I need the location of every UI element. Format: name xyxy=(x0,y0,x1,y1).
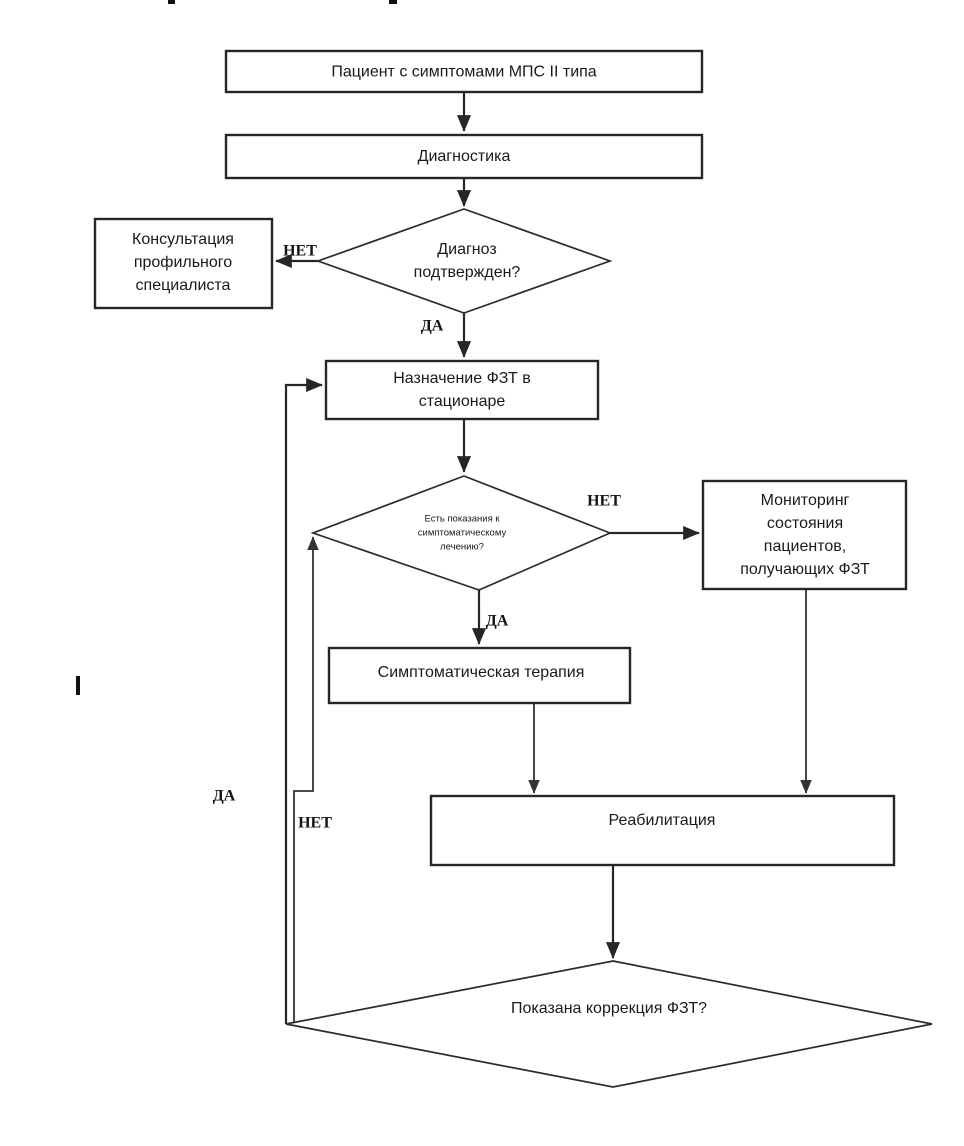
node-specialist-consult-label-line2: профильного xyxy=(134,254,232,271)
node-rehabilitation-label: Реабилитация xyxy=(609,812,716,829)
node-monitoring-label-line4: получающих ФЗТ xyxy=(740,561,870,578)
node-symptomatic-therapy: Симптоматическая терапия xyxy=(327,646,632,705)
node-rehabilitation: Реабилитация xyxy=(429,794,896,867)
node-ert-inpatient: Назначение ФЗТ в стационаре xyxy=(324,359,600,421)
edge-correction-no-loop xyxy=(293,536,319,1024)
node-ert-inpatient-label-line2: стационаре xyxy=(419,393,506,410)
left-tick-mark xyxy=(76,676,80,695)
node-monitoring: Мониторинг состояния пациентов, получающ… xyxy=(701,479,908,591)
node-symptomatic-indications: Есть показания к симптоматическому лечен… xyxy=(310,475,613,591)
node-diagnosis-confirmed: Диагноз подтвержден? xyxy=(315,208,613,314)
edge-label-diagnosis-no: НЕТ xyxy=(283,243,317,260)
node-monitoring-label-line2: состояния xyxy=(767,515,843,532)
node-symptomatic-therapy-label: Симптоматическая терапия xyxy=(378,664,585,681)
node-diagnosis-confirmed-label-line1: Диагноз xyxy=(437,241,496,258)
node-symptomatic-indications-label-line3: лечению? xyxy=(440,542,484,553)
node-diagnostics: Диагностика xyxy=(224,133,704,180)
node-ert-correction: Показана коррекция ФЗТ? xyxy=(285,960,933,1088)
node-symptomatic-indications-label-line1: Есть показания к xyxy=(424,514,500,525)
node-diagnostics-label: Диагностика xyxy=(418,148,511,165)
node-ert-inpatient-label-line1: Назначение ФЗТ в xyxy=(393,370,531,387)
node-specialist-consult-label-line1: Консультация xyxy=(132,231,234,248)
node-specialist-consult-label-line3: специалиста xyxy=(136,277,231,294)
node-diagnosis-confirmed-label-line2: подтвержден? xyxy=(414,264,521,281)
edge-label-correction-yes: ДА xyxy=(213,788,236,805)
node-monitoring-label-line3: пациентов, xyxy=(764,538,846,555)
node-specialist-consult: Консультация профильного специалиста xyxy=(93,217,274,310)
title-remnant-glyphs xyxy=(168,0,397,4)
node-monitoring-label-line1: Мониторинг xyxy=(761,492,850,509)
edge-label-diagnosis-yes: ДА xyxy=(421,318,444,335)
edge-correction-yes-loop xyxy=(284,377,323,1024)
edge-label-symptomatic-no: НЕТ xyxy=(587,493,621,510)
node-patient-label: Пациент с симптомами МПС II типа xyxy=(331,64,596,81)
node-patient: Пациент с симптомами МПС II типа xyxy=(224,49,704,94)
node-symptomatic-indications-label-line2: симптоматическому xyxy=(418,528,507,539)
node-ert-correction-label: Показана коррекция ФЗТ? xyxy=(511,1000,707,1017)
edge-label-correction-no: НЕТ xyxy=(298,815,332,832)
edge-label-symptomatic-yes: ДА xyxy=(486,613,509,630)
